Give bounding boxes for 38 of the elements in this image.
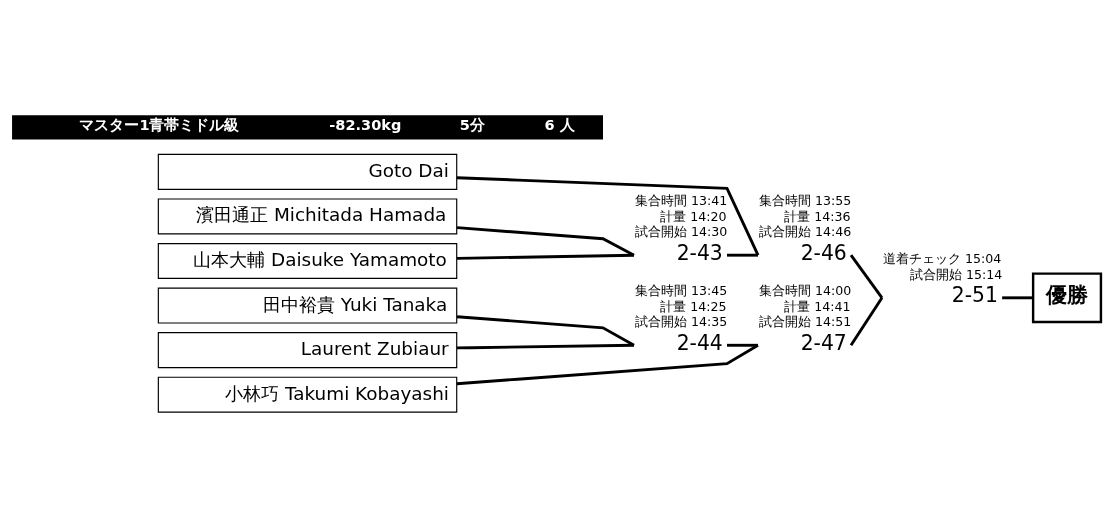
- connector: [727, 343, 758, 347]
- node-box: Laurent Zubiaur: [157, 332, 458, 369]
- node-box: マスター1青帯ミドル級 -82.30kg 5分 6 人: [12, 115, 603, 140]
- node-label: 計量 14:41: [784, 298, 851, 314]
- node-box: 山本大輔 Daisuke Yamamoto: [157, 243, 458, 279]
- node-text: 2-44: [676, 330, 723, 355]
- node-label: 試合開始 15:14: [910, 266, 1003, 282]
- node-label: 集合時間 13:41: [634, 193, 728, 209]
- node-box: Goto Dai: [157, 153, 458, 190]
- connector: [849, 254, 884, 299]
- node-text: 2-47: [800, 330, 847, 355]
- connector: [456, 344, 759, 386]
- node-label: 集合時間 14:00: [758, 283, 852, 299]
- connector: [849, 297, 884, 347]
- node-label: 試合開始 14:35: [634, 314, 728, 330]
- node-label: 試合開始 14:51: [758, 314, 852, 330]
- node-text: 2-51: [951, 283, 998, 308]
- connector: [727, 253, 758, 257]
- node-text: 2-46: [800, 240, 847, 265]
- node-label: 集合時間 13:55: [758, 193, 852, 209]
- node-label: 計量 14:36: [784, 208, 851, 224]
- node-box: 濱田通正 Michitada Hamada: [157, 198, 458, 235]
- node-label: 集合時間 13:45: [634, 283, 728, 299]
- node-box: 田中裕貴 Yuki Tanaka: [157, 287, 458, 324]
- connector: [456, 176, 760, 256]
- connector: [456, 343, 635, 350]
- node-label: 計量 14:20: [660, 208, 727, 224]
- connector: [456, 226, 635, 257]
- node-text: 2-43: [676, 240, 723, 265]
- connector: [1002, 296, 1033, 300]
- node-label: 試合開始 14:30: [634, 224, 728, 240]
- node-label: 計量 14:25: [660, 298, 727, 314]
- node-box: 小林巧 Takumi Kobayashi: [157, 376, 458, 413]
- node-label: 試合開始 14:46: [758, 224, 852, 240]
- connector: [456, 315, 635, 347]
- node-label: 道着チェック 15:04: [882, 251, 1002, 267]
- node-box: 優勝: [1031, 272, 1103, 324]
- connector: [456, 253, 635, 260]
